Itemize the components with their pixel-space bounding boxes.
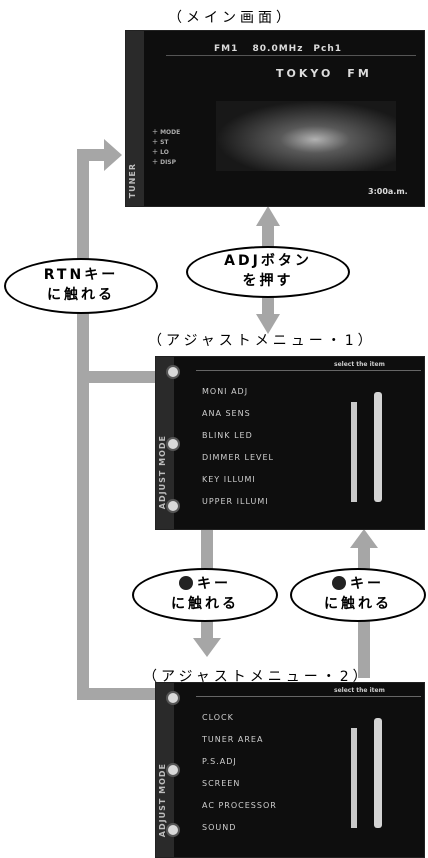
adjust1-return-button[interactable]: [166, 365, 180, 379]
mode-list-0: ＋ MODE: [152, 129, 181, 136]
down-triangle-icon: [179, 576, 193, 590]
adjust2-down-button[interactable]: [166, 823, 180, 837]
adjust1-item-2[interactable]: BLINK LED: [202, 431, 253, 440]
down-arrowhead: [193, 638, 221, 657]
adjust-menu-2-screen: ADJUST MODE select the item CLOCK TUNER …: [155, 682, 425, 858]
up-key-bubble: キー に触れる: [290, 568, 426, 622]
adj-arrow-up: [256, 206, 280, 226]
adjust1-item-1[interactable]: ANA SENS: [202, 409, 251, 418]
adjust1-item-4[interactable]: KEY ILLUMI: [202, 475, 256, 484]
adjust1-header: select the item: [334, 361, 385, 368]
screwdriver-icon: [374, 392, 382, 502]
rtn-branch-adjust2: [77, 688, 157, 700]
mode-list-1: ＋ ST: [152, 139, 169, 146]
caption-main: （メイン画面）: [168, 10, 294, 26]
up-triangle-icon: [332, 576, 346, 590]
screwdriver-icon-2: [374, 718, 382, 828]
mode-list-3: ＋ DISP: [152, 159, 177, 166]
adjust2-item-4[interactable]: AC PROCESSOR: [202, 801, 277, 810]
adjust2-return-button[interactable]: [166, 691, 180, 705]
wrench-icon-2: [351, 728, 357, 828]
adjust1-item-3[interactable]: DIMMER LEVEL: [202, 453, 274, 462]
adjust2-item-5[interactable]: SOUND: [202, 823, 237, 832]
adjust1-up-button[interactable]: [166, 437, 180, 451]
adjust2-up-button[interactable]: [166, 763, 180, 777]
rtn-top-connector: [77, 149, 105, 161]
caption-adjust1: （アジャストメニュー・1）: [148, 333, 376, 349]
adjust2-item-2[interactable]: P.S.ADJ: [202, 757, 237, 766]
adjust2-header: select the item: [334, 687, 385, 694]
adjust1-down-button[interactable]: [166, 499, 180, 513]
tuner-band: TUNER: [126, 31, 144, 206]
mode-list-2: ＋ LO: [152, 149, 169, 156]
adjust-menu-1-screen: ADJUST MODE select the item MONI ADJ ANA…: [155, 356, 425, 530]
adjust1-item-0[interactable]: MONI ADJ: [202, 387, 249, 396]
station-name: TOKYO FM: [276, 67, 372, 80]
adj-arrow-down: [256, 314, 280, 334]
caption-adjust2: （アジャストメニュー・2）: [143, 669, 371, 685]
frequency-line: FM1 80.0MHz Pch1: [214, 44, 343, 54]
clock: 3:00a.m.: [368, 187, 408, 196]
up-arrowhead: [350, 529, 378, 548]
rtn-branch-adjust1: [77, 371, 157, 383]
main-screen: TUNER FM1 80.0MHz Pch1 TOKYO FM ＋ MODE ＋…: [125, 30, 425, 207]
adjust2-band: ADJUST MODE: [156, 683, 174, 857]
adjust2-item-0[interactable]: CLOCK: [202, 713, 234, 722]
screen-graphic: [216, 101, 396, 171]
rtn-return-line: [77, 155, 89, 695]
adjust2-item-1[interactable]: TUNER AREA: [202, 735, 264, 744]
wrench-icon: [351, 402, 357, 502]
adjust1-band: ADJUST MODE: [156, 357, 174, 529]
adjust1-item-5[interactable]: UPPER ILLUMI: [202, 497, 269, 506]
adj-button-bubble: ADJボタン を押す: [186, 246, 350, 298]
down-key-bubble: キー に触れる: [132, 568, 278, 622]
rtn-key-bubble: RTNキー に触れる: [4, 258, 158, 314]
adjust2-item-3[interactable]: SCREEN: [202, 779, 241, 788]
rtn-arrowhead: [104, 139, 122, 171]
